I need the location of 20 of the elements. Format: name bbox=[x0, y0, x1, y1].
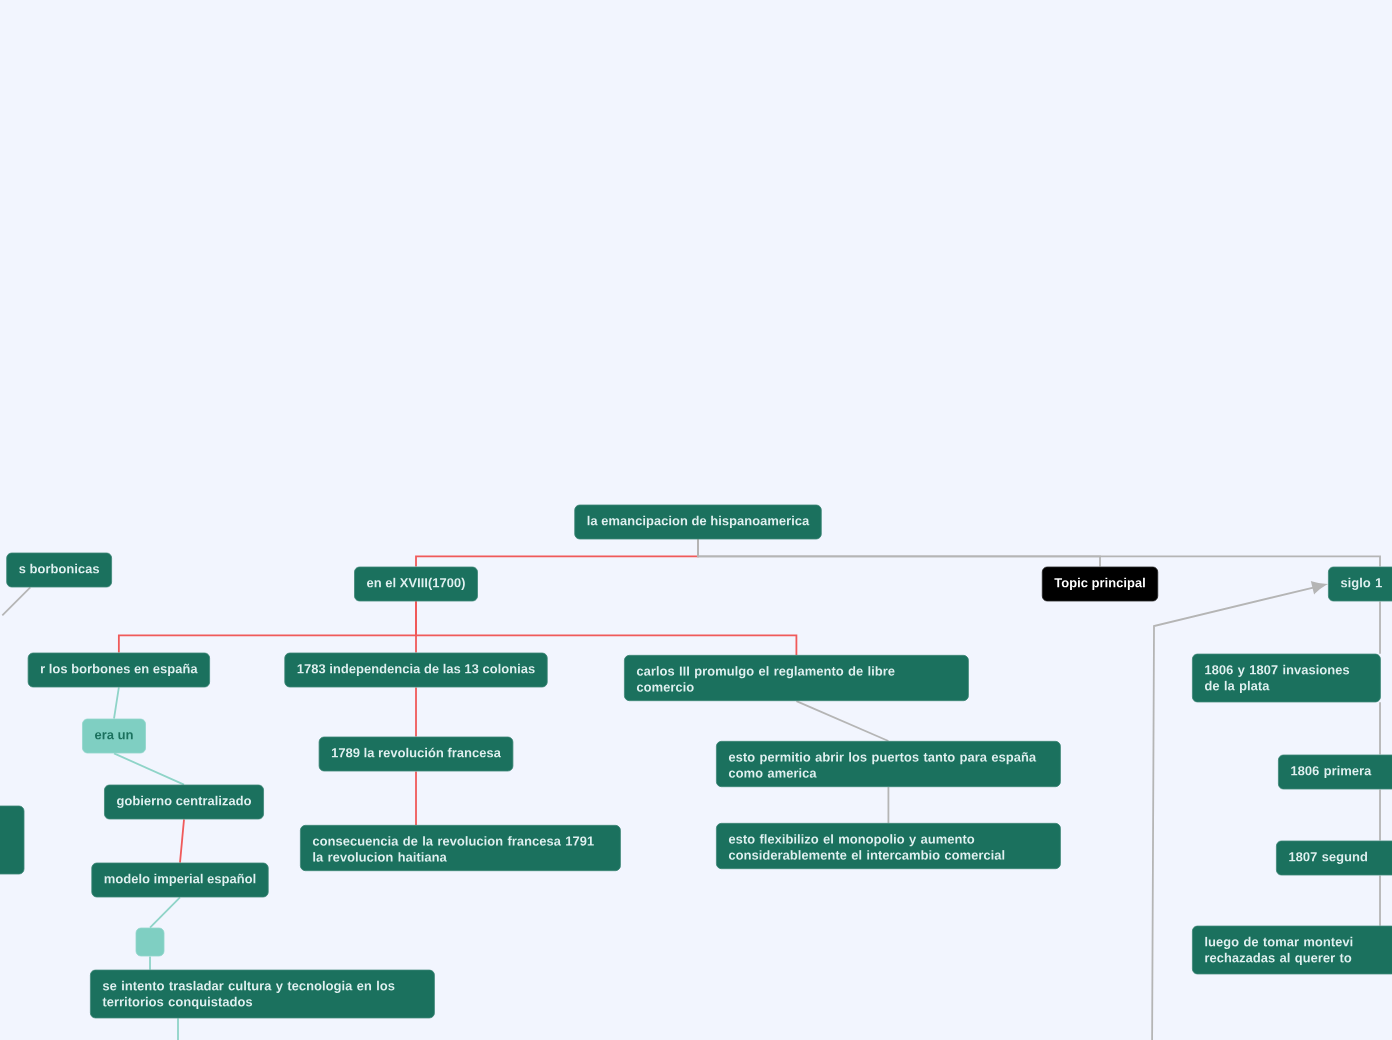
connector-line bbox=[415, 600, 798, 656]
connector-line bbox=[149, 896, 181, 929]
connector-line bbox=[887, 786, 890, 824]
connector-line bbox=[1379, 701, 1381, 756]
connector-line bbox=[113, 752, 185, 786]
connector-line bbox=[1379, 874, 1381, 927]
connector-line bbox=[177, 1017, 179, 1040]
connector-line bbox=[179, 818, 185, 864]
empty-box bbox=[135, 927, 165, 957]
connector-line bbox=[795, 700, 890, 742]
connector-line bbox=[1379, 600, 1381, 655]
empty-box bbox=[0, 805, 25, 875]
connector-line bbox=[149, 955, 151, 971]
connector-line bbox=[697, 538, 1381, 568]
connector-line bbox=[113, 686, 120, 720]
connector-line bbox=[415, 686, 417, 738]
connector-line bbox=[1, 586, 32, 617]
connector-line bbox=[1379, 788, 1381, 842]
connector-line bbox=[415, 770, 417, 826]
arrow bbox=[1151, 581, 1326, 1040]
